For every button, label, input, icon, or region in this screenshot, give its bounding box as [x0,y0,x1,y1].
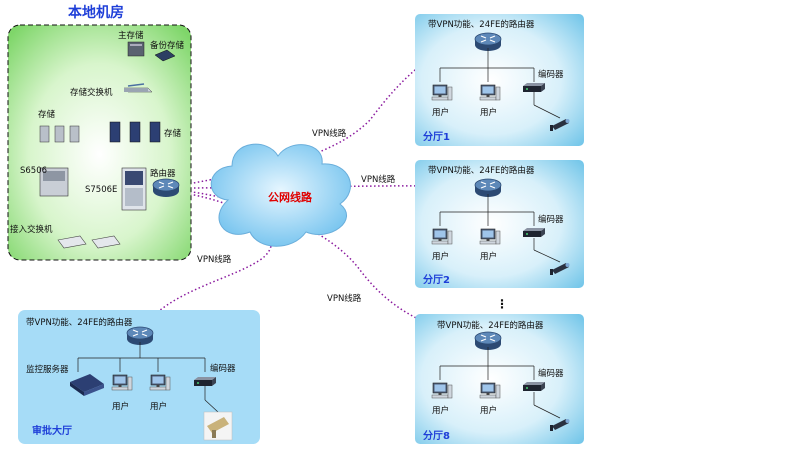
branch-1-encoder-icon [523,83,545,92]
branch-8-user-1-icon [431,382,453,399]
branch-1-user-1-icon [431,84,453,101]
approval-user-1-label: 用户 [112,401,129,412]
storage-switch-icon [123,83,153,93]
backup-storage-label: 备份存储 [150,40,185,51]
s7506e-icon [121,167,147,211]
access-switch-icons [57,235,121,249]
vpn-label-3: VPN线路 [327,293,362,304]
more-branches-ellipsis: ⋮ [496,297,508,311]
branch-1-router-desc: 带VPN功能、24FE的路由器 [428,19,535,30]
approval-router-desc: 带VPN功能、24FE的路由器 [26,317,133,328]
local-title: 本地机房 [68,4,124,21]
branch-8-encoder-icon [523,382,545,391]
approval-hall-panel: 带VPN功能、24FE的路由器 监控服务器 用户 用户 编码器 审批大厅 [18,310,260,444]
approval-encoder-label: 编码器 [210,363,236,374]
branch-2-encoder-label: 编码器 [538,214,564,225]
local-machine-room: 本地机房 主存储 备份存储 存储交换机 存储 [7,4,192,261]
storage-switch-label: 存储交换机 [70,87,113,98]
approval-user-1-icon [111,374,133,391]
branch-2-user-1-label: 用户 [432,251,449,262]
branch-8-user-1-label: 用户 [432,405,449,416]
branch-8-user-2-icon [479,382,501,399]
storage-left-icons [39,125,80,143]
approval-hall-name: 审批大厅 [32,424,72,437]
monitor-server-icon [70,374,104,396]
branch-2-name: 分厅2 [423,273,450,286]
s6506-label: S6506 [20,166,47,176]
branch-2-user-2-icon [479,228,501,245]
main-storage-icon [127,41,145,57]
branch-1-panel: 带VPN功能、24FE的路由器 用户 用户 编码器 分厅1 [415,14,584,146]
approval-user-2-label: 用户 [150,401,167,412]
vpn-label-4: VPN线路 [197,254,232,265]
branch-2-user-2-label: 用户 [480,251,497,262]
monitor-server-label: 监控服务器 [26,364,69,375]
branch-8-router-desc: 带VPN功能、24FE的路由器 [437,320,544,331]
storage-right-label: 存储 [164,128,182,139]
vpn-label-2: VPN线路 [361,174,396,185]
backup-storage-icon [154,49,176,62]
s7506e-label: S7506E [85,185,117,195]
branch-1-encoder-label: 编码器 [538,69,564,80]
access-switch-label: 接入交换机 [10,224,53,235]
branch-8-user-2-label: 用户 [480,405,497,416]
branch-1-user-2-icon [479,84,501,101]
local-router-icon [152,178,180,198]
storage-left-label: 存储 [38,109,56,120]
approval-encoder-icon [194,377,216,386]
branch-8-name: 分厅8 [423,429,450,442]
branch-8-panel: 带VPN功能、24FE的路由器 用户 用户 编码器 分厅8 [415,314,584,444]
storage-right-icons [109,121,161,143]
vpn-label-1: VPN线路 [312,128,347,139]
branch-2-router-desc: 带VPN功能、24FE的路由器 [428,165,535,176]
branch-1-user-2-label: 用户 [480,107,497,118]
branch-2-panel: 带VPN功能、24FE的路由器 用户 用户 编码器 分厅2 [415,160,584,288]
s6506-icon [39,167,69,197]
public-network-cloud: 公网线路 [210,143,351,247]
main-storage-label: 主存储 [118,30,144,41]
branch-1-user-1-label: 用户 [432,107,449,118]
branch-8-encoder-label: 编码器 [538,368,564,379]
approval-user-2-icon [149,374,171,391]
cloud-label: 公网线路 [268,190,313,204]
approval-camera-icon [203,411,233,441]
branch-1-name: 分厅1 [423,130,450,143]
branch-2-user-1-icon [431,228,453,245]
branch-2-encoder-icon [523,228,545,237]
local-router-label: 路由器 [150,168,176,179]
